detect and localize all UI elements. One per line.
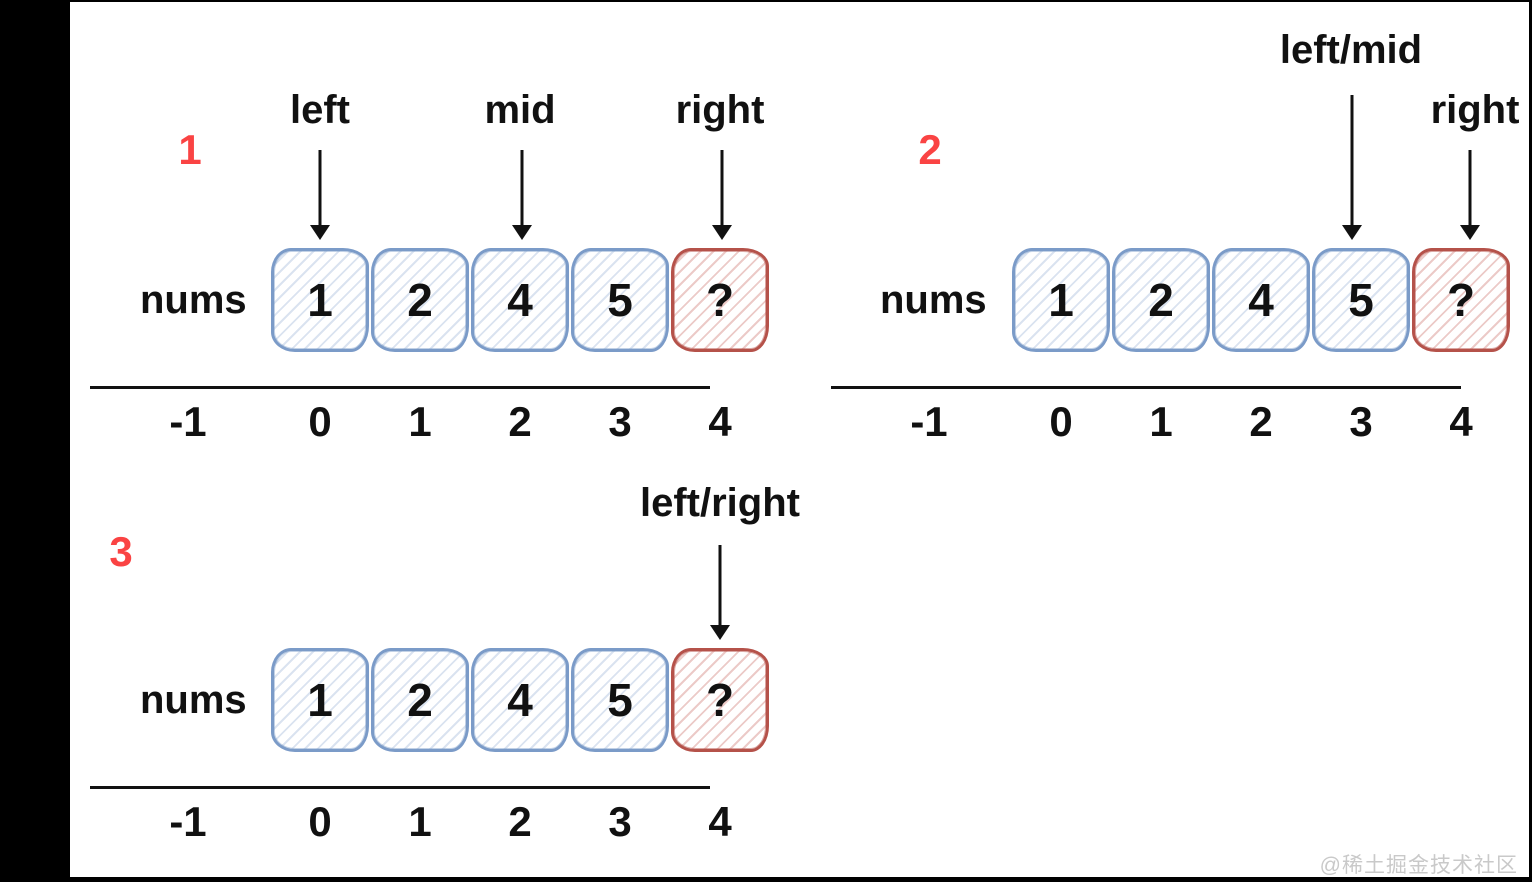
axis-tick-label: -1 xyxy=(910,398,948,445)
watermark: @稀土掘金技术社区 xyxy=(1319,854,1518,877)
axis-tick-label: -1 xyxy=(169,398,207,445)
array-cell: 2 xyxy=(371,648,469,752)
arrow-down-icon xyxy=(1342,95,1362,240)
axis-tick-label: 2 xyxy=(508,398,532,445)
array-cell-highlight: ? xyxy=(671,648,769,752)
pointer-label-right: right xyxy=(1430,88,1520,132)
axis-line xyxy=(90,386,710,389)
axis-tick-label: 3 xyxy=(608,798,632,845)
array-name-label: nums xyxy=(140,678,247,722)
axis-tick-label: 4 xyxy=(708,398,732,445)
step-number: 1 xyxy=(178,126,202,173)
right-border xyxy=(1529,0,1532,882)
arrow-down-icon xyxy=(512,150,532,240)
pointer-label-left: left xyxy=(290,88,350,132)
axis-tick-label: 0 xyxy=(1049,398,1073,445)
arrow-down-icon xyxy=(310,150,330,240)
array-cell: 5 xyxy=(571,248,669,352)
axis-tick-label: -1 xyxy=(169,798,207,845)
axis-tick-label: 0 xyxy=(308,398,332,445)
axis-tick-label: 3 xyxy=(608,398,632,445)
arrow-down-icon xyxy=(1460,150,1480,240)
axis-tick-label: 4 xyxy=(1449,398,1473,445)
pointer-label-left-mid: left/mid xyxy=(1279,28,1423,72)
array-cell-highlight: ? xyxy=(671,248,769,352)
array-cell: 2 xyxy=(371,248,469,352)
axis-tick-label: 4 xyxy=(708,798,732,845)
axis-line xyxy=(831,386,1461,389)
axis-tick-label: 1 xyxy=(1149,398,1173,445)
array-cell: 5 xyxy=(571,648,669,752)
pointer-label-left-right: left/right xyxy=(640,481,800,525)
step-number: 2 xyxy=(918,126,942,173)
array-cell: 1 xyxy=(271,648,369,752)
array-cell: 2 xyxy=(1112,248,1210,352)
array-cell: 5 xyxy=(1312,248,1410,352)
top-border xyxy=(0,0,1532,2)
array-cell: 4 xyxy=(471,248,569,352)
axis-tick-label: 2 xyxy=(508,798,532,845)
arrow-down-icon xyxy=(712,150,732,240)
arrow-down-icon xyxy=(710,545,730,640)
axis-tick-label: 3 xyxy=(1349,398,1373,445)
array-cell: 1 xyxy=(1012,248,1110,352)
array-name-label: nums xyxy=(880,278,987,322)
array-cell: 4 xyxy=(471,648,569,752)
step-number: 3 xyxy=(109,528,133,575)
array-cell-highlight: ? xyxy=(1412,248,1510,352)
array-cell: 1 xyxy=(271,248,369,352)
pointer-label-right: right xyxy=(675,88,765,132)
axis-line xyxy=(90,786,710,789)
array-name-label: nums xyxy=(140,278,247,322)
pointer-label-mid: mid xyxy=(484,88,556,132)
axis-tick-label: 2 xyxy=(1249,398,1273,445)
left-black-bar xyxy=(0,0,70,882)
axis-tick-label: 1 xyxy=(408,398,432,445)
array-cell: 4 xyxy=(1212,248,1310,352)
bottom-border xyxy=(0,877,1532,882)
axis-tick-label: 0 xyxy=(308,798,332,845)
axis-tick-label: 1 xyxy=(408,798,432,845)
